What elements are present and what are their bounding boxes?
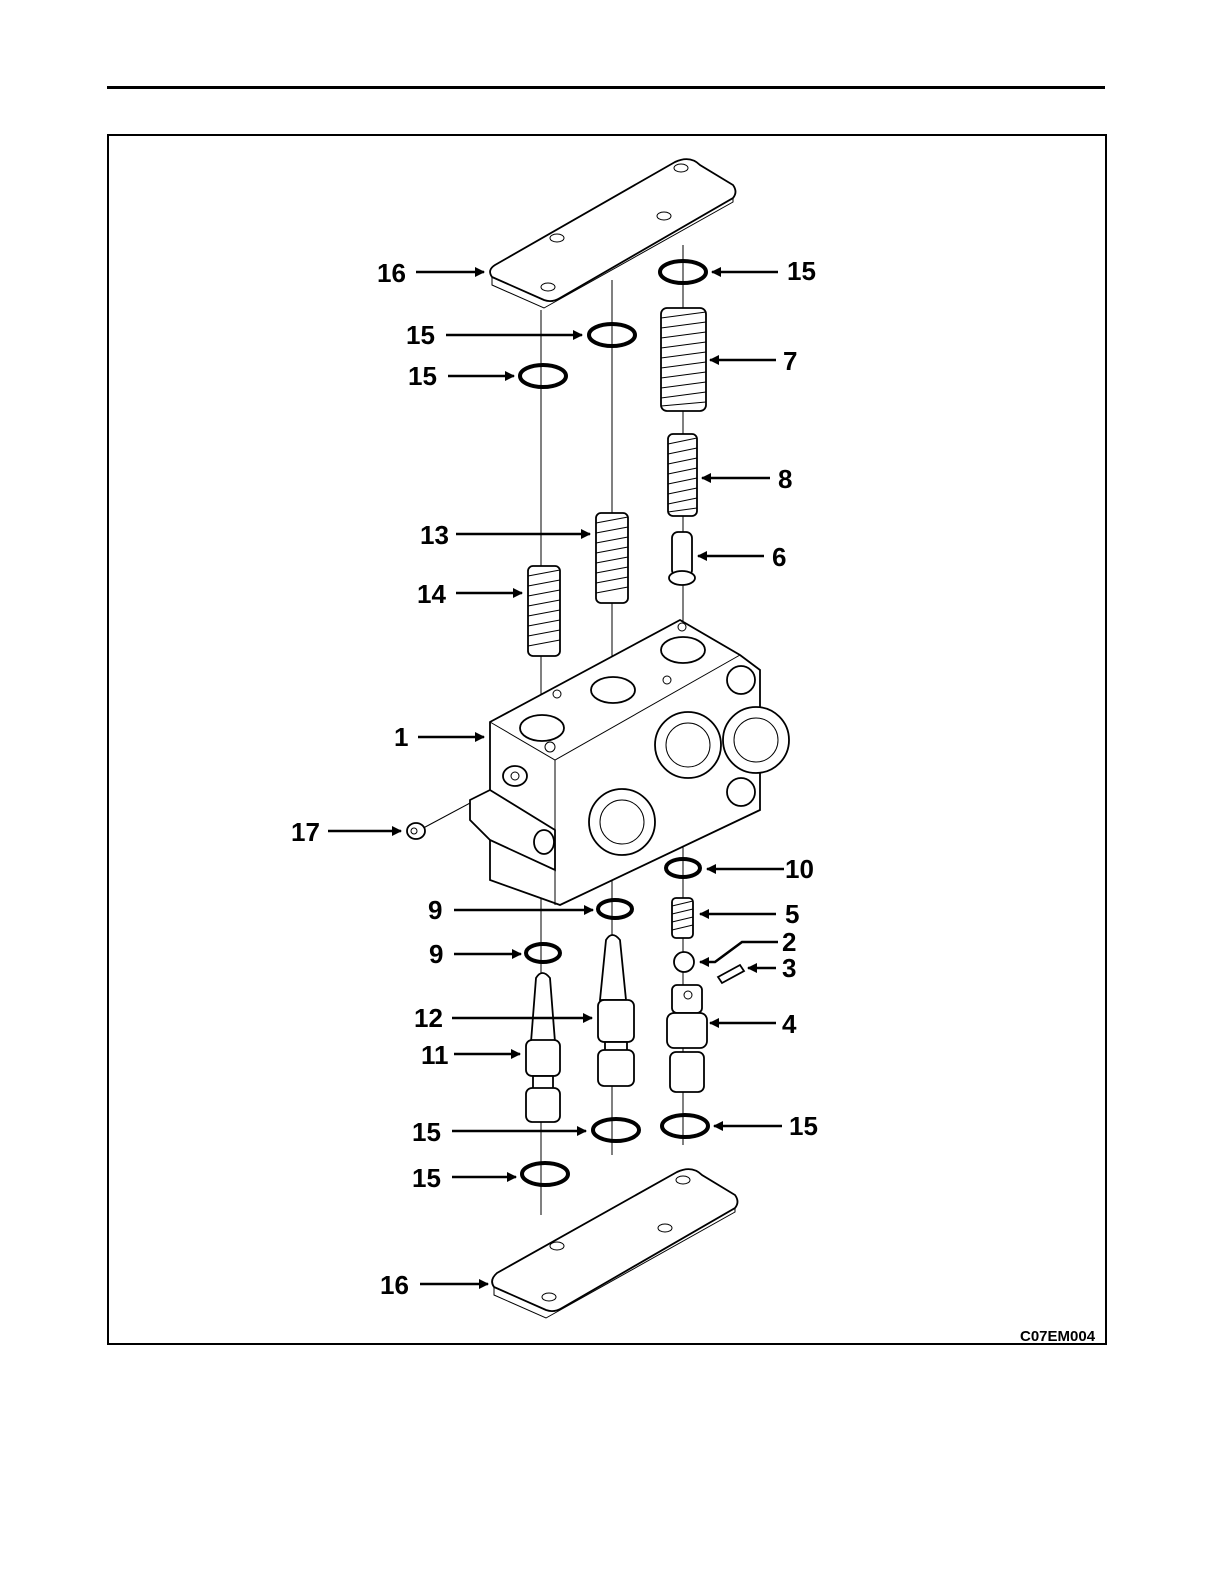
callout-15-bottom-b: 15 (412, 1163, 441, 1193)
callout-15-top-right: 15 (787, 256, 816, 286)
o-ring-top-left (520, 365, 566, 387)
callout-15-bottom-a: 15 (412, 1117, 441, 1147)
callout-8: 8 (778, 464, 792, 494)
o-ring-bottom-right (662, 1115, 708, 1137)
roll-pin (718, 965, 744, 983)
spring-left (528, 566, 560, 656)
spring-small-upper (668, 434, 697, 516)
plunger (669, 532, 695, 585)
bottom-cover-plate (492, 1169, 737, 1318)
o-ring-bottom-left (522, 1163, 568, 1185)
spool-left (526, 973, 560, 1122)
spring-large (661, 308, 706, 411)
callout-16-top: 16 (377, 258, 406, 288)
callout-3: 3 (782, 953, 796, 983)
callout-13: 13 (420, 520, 449, 550)
spring-middle (596, 513, 628, 603)
callout-14: 14 (417, 579, 446, 609)
callout-10: 10 (785, 854, 814, 884)
valve-body (470, 620, 789, 905)
callout-17: 17 (291, 817, 320, 847)
callout-15-mid-a: 15 (406, 320, 435, 350)
figure-id-label: C07EM004 (1020, 1328, 1096, 1345)
callout-15-bottom-right: 15 (789, 1111, 818, 1141)
callout-9-b: 9 (429, 939, 443, 969)
check-ball (674, 952, 694, 972)
plug-screw (407, 823, 425, 839)
o-ring-bottom-mid (593, 1119, 639, 1141)
backup-ring-9-mid (598, 900, 632, 918)
callout-11: 11 (421, 1040, 449, 1070)
backup-ring-9-left (526, 944, 560, 962)
spool-middle (598, 935, 634, 1086)
callout-15-mid-b: 15 (408, 361, 437, 391)
check-valve-seat (667, 985, 707, 1092)
callout-1: 1 (394, 722, 408, 752)
callout-5: 5 (785, 899, 799, 929)
callout-6: 6 (772, 542, 786, 572)
callout-12: 12 (414, 1003, 443, 1033)
callout-9-a: 9 (428, 895, 442, 925)
spring-check (672, 898, 693, 938)
top-cover-plate (490, 159, 735, 308)
callout-4: 4 (782, 1009, 797, 1039)
callout-7: 7 (783, 346, 797, 376)
callout-16-bottom: 16 (380, 1270, 409, 1300)
